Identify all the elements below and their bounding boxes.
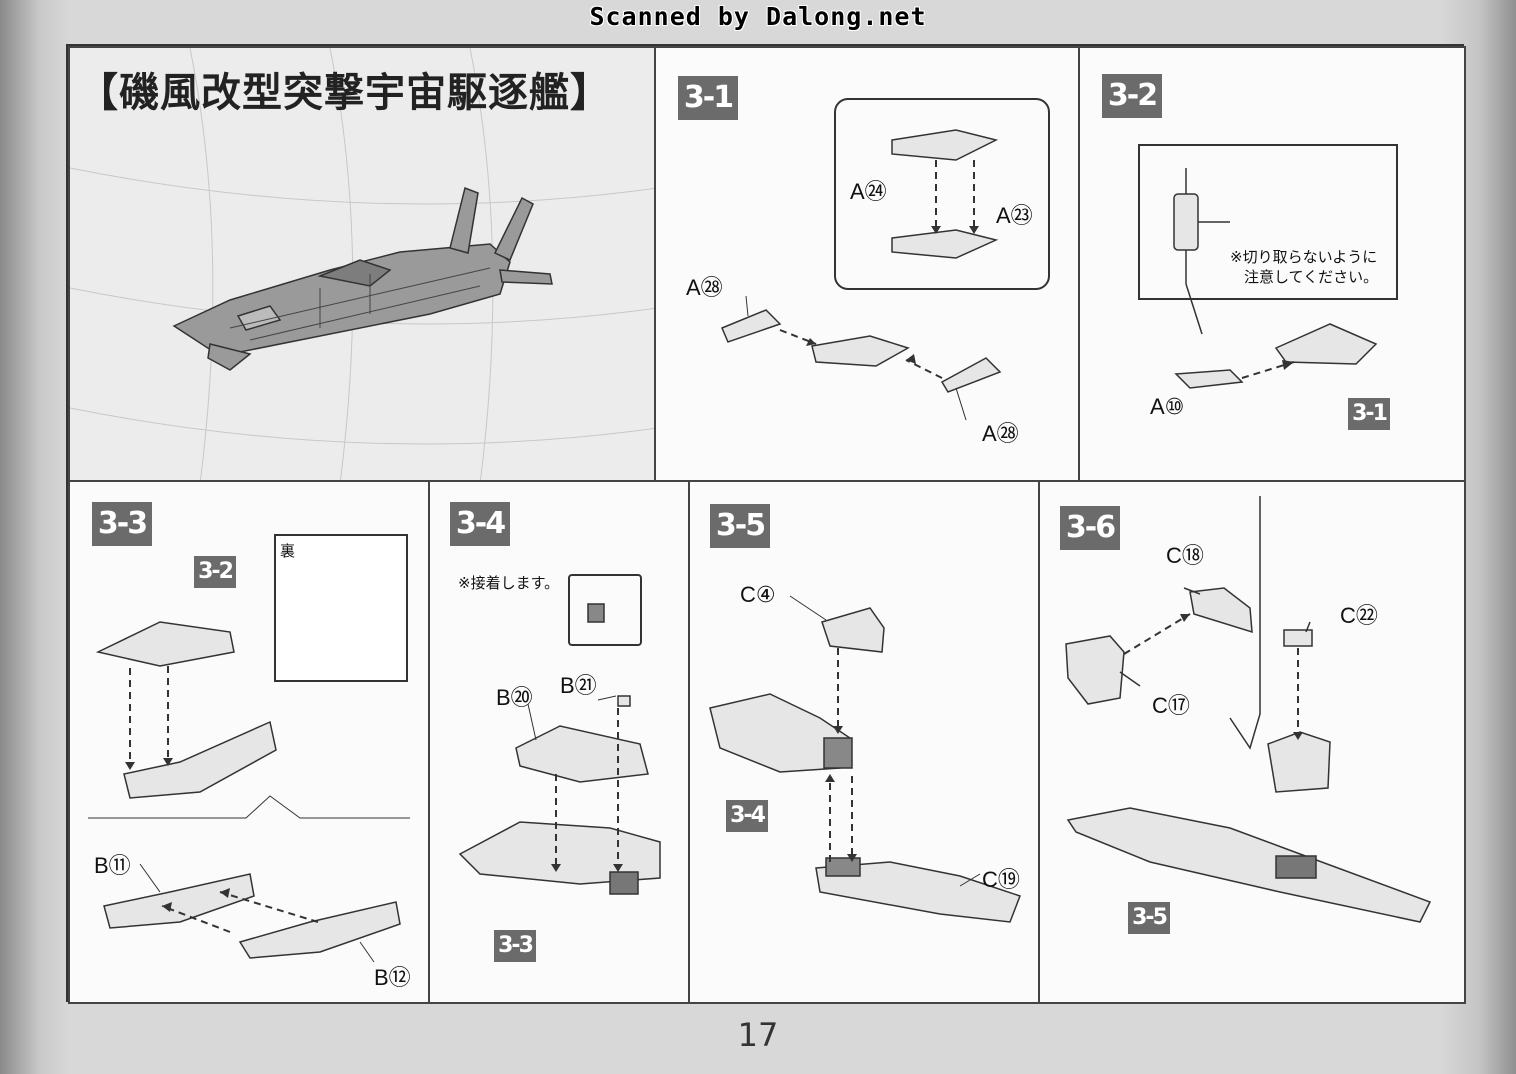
sub-step-badge: 3-3 xyxy=(494,930,536,962)
part-label: B⑳ xyxy=(496,685,533,710)
part-label: A㉓ xyxy=(996,203,1033,228)
part-label: B⑫ xyxy=(374,965,411,990)
part-label: C⑱ xyxy=(1166,543,1204,568)
step-3-6-panel: 3-6 C⑱ C㉒ C⑰ 3-5 xyxy=(1038,480,1466,1004)
title-panel: 【磯風改型突撃宇宙駆逐艦】 xyxy=(68,46,656,482)
part-label: A㉔ xyxy=(850,179,887,204)
part-label: C④ xyxy=(740,582,776,607)
part-label: C㉒ xyxy=(1340,603,1378,628)
step-3-2-diagram xyxy=(1173,168,1378,389)
step-3-5-diagram xyxy=(709,595,1021,923)
step-3-1-diagram xyxy=(721,129,1002,421)
step-3-2-panel: 3-2 ※切り取らないように 注意してください。 A⑩ 3-1 xyxy=(1078,46,1466,482)
step-badge: 3-6 xyxy=(1060,506,1120,550)
step-3-3-panel: 裏 3-3 3-2 B⑪ B⑫ xyxy=(68,480,430,1004)
step-badge: 3-4 xyxy=(450,502,510,546)
part-label: C⑰ xyxy=(1152,693,1190,718)
step-3-1-panel: 3-1 A㉔ A㉓ A㉘ A㉘ xyxy=(654,46,1080,482)
part-label: A㉘ xyxy=(686,275,723,300)
step-badge: 3-5 xyxy=(710,504,770,548)
scan-credit: Scanned by Dalong.net xyxy=(589,2,927,31)
sub-step-badge: 3-1 xyxy=(1348,398,1390,430)
part-label: C⑲ xyxy=(982,867,1020,892)
instruction-sheet: 【磯風改型突撃宇宙駆逐艦】 3-1 A㉔ xyxy=(66,44,1466,1004)
step-3-5-panel: 3-5 C④ C⑲ 3-4 xyxy=(688,480,1040,1004)
glue-callout xyxy=(568,574,642,646)
part-label: A㉘ xyxy=(982,421,1019,446)
reverse-view-inset xyxy=(274,534,408,682)
sub-step-badge: 3-2 xyxy=(194,556,236,588)
step-3-4-diagram xyxy=(458,603,661,895)
step-badge: 3-1 xyxy=(678,76,738,120)
step-badge: 3-3 xyxy=(92,502,152,546)
inset-label: 裏 xyxy=(280,542,296,560)
page-number: 17 xyxy=(737,1016,779,1054)
step-badge: 3-2 xyxy=(1102,74,1162,118)
warning-callout xyxy=(1138,144,1398,300)
page-title: 【磯風改型突撃宇宙駆逐艦】 xyxy=(78,69,611,116)
step-3-4-panel: 3-4 ※接着します。 B⑳ B㉑ 3-3 xyxy=(428,480,690,1004)
glue-note: ※接着します。 xyxy=(458,574,560,592)
step-3-6-diagram xyxy=(1065,496,1432,923)
part-label: B㉑ xyxy=(560,673,597,698)
ship-illustration xyxy=(70,48,654,480)
warning-note: ※切り取らないように xyxy=(1230,248,1378,266)
part-label: A⑩ xyxy=(1150,394,1185,419)
sub-step-badge: 3-5 xyxy=(1128,902,1170,934)
detail-callout xyxy=(834,98,1050,290)
sub-step-badge: 3-4 xyxy=(726,800,768,832)
warning-note: 注意してください。 xyxy=(1244,268,1379,286)
part-label: B⑪ xyxy=(94,853,131,878)
